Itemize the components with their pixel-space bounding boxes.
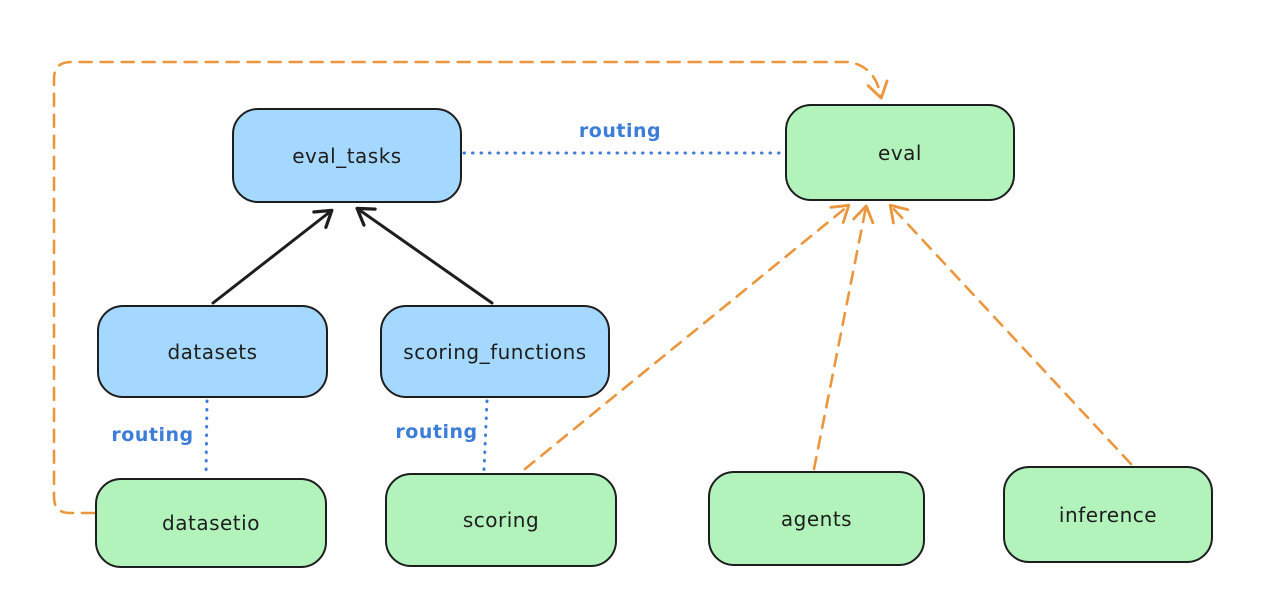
node-eval-tasks: eval_tasks xyxy=(232,108,462,203)
edge-inference-to-eval xyxy=(888,203,1133,466)
node-scoring-label: scoring xyxy=(462,508,540,532)
edge-datasets-to-eval-tasks xyxy=(211,208,334,305)
node-agents-label: agents xyxy=(780,506,853,531)
edge-label-routing-scoring: routing xyxy=(395,421,478,443)
node-inference: inference xyxy=(1003,466,1213,563)
node-eval: eval xyxy=(785,104,1015,201)
edge-label-routing-top: routing xyxy=(578,120,662,142)
edge-scoring-to-eval xyxy=(523,203,851,471)
node-eval-label: eval xyxy=(878,140,922,165)
node-datasetio-label: datasetio xyxy=(162,511,260,535)
node-datasets: datasets xyxy=(97,305,328,398)
edge-label-routing-datasets: routing xyxy=(111,424,194,446)
node-datasets-label: datasets xyxy=(167,339,258,364)
edge-scoring-functions-to-scoring-routing xyxy=(482,399,489,472)
edge-datasets-to-datasetio-routing xyxy=(204,399,209,478)
node-eval-tasks-label: eval_tasks xyxy=(292,143,402,168)
node-inference-label: inference xyxy=(1058,502,1158,527)
node-agents: agents xyxy=(708,471,925,566)
edge-scoring-functions-to-eval-tasks xyxy=(355,206,494,305)
node-datasetio: datasetio xyxy=(95,478,327,568)
node-scoring: scoring xyxy=(385,473,617,567)
edge-agents-to-eval xyxy=(812,204,875,471)
node-scoring-functions-label: scoring_functions xyxy=(403,339,587,364)
node-scoring-functions: scoring_functions xyxy=(380,305,610,398)
